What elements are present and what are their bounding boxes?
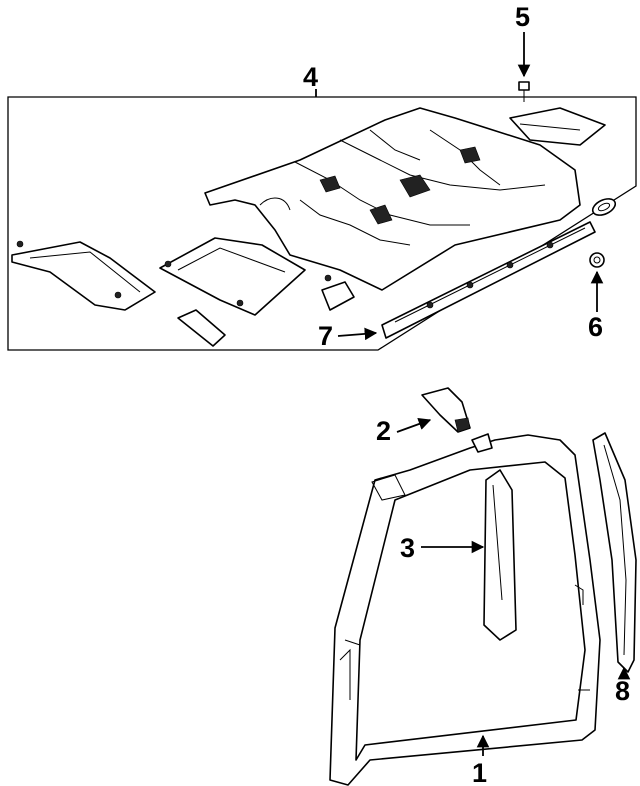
callout-5: 5 bbox=[515, 2, 530, 32]
callout-7-leader bbox=[337, 327, 378, 341]
callout-2: 2 bbox=[376, 416, 391, 446]
door-pillar-trim bbox=[592, 432, 637, 673]
callout-4: 4 bbox=[303, 62, 318, 92]
floor-pan-assembly bbox=[204, 107, 581, 291]
callout-2-leader bbox=[396, 417, 432, 433]
left-crossmember-bracket bbox=[11, 240, 156, 311]
callout-7: 7 bbox=[318, 321, 333, 351]
roof-rail-bracket bbox=[421, 387, 471, 433]
bolt bbox=[518, 81, 530, 102]
body-side-frame bbox=[329, 434, 601, 786]
seat-bracket bbox=[321, 274, 355, 311]
callout-1: 1 bbox=[472, 758, 487, 786]
callout-8: 8 bbox=[615, 676, 630, 706]
oval-grommet bbox=[591, 198, 617, 216]
callout-3: 3 bbox=[400, 533, 415, 563]
small-floor-bracket bbox=[177, 309, 226, 347]
callout-6: 6 bbox=[588, 312, 603, 342]
center-crossmember-bracket bbox=[159, 237, 306, 316]
floor-plug bbox=[589, 252, 605, 268]
rear-floor-bracket bbox=[509, 107, 606, 146]
rocker-sill-panel bbox=[381, 221, 596, 339]
pillar-reinforcement bbox=[471, 433, 517, 641]
